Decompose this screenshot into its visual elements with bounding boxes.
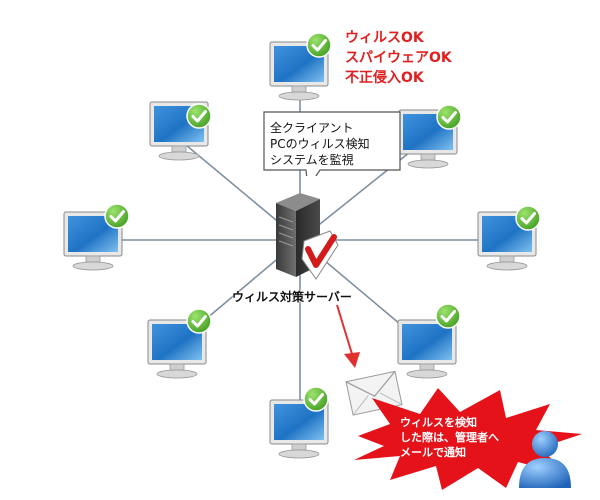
check-icon [303, 386, 329, 412]
admin-user-icon [519, 431, 571, 488]
callout-line-3: システムを監視 [270, 153, 354, 167]
server-icon [276, 193, 339, 280]
pc-lower-right [396, 318, 460, 382]
check-icon [306, 32, 332, 58]
monitor-icon [397, 319, 457, 379]
callout-bubble [263, 111, 401, 176]
callout-text: 全クライアント PCのウィルス検知 システムを監視 [270, 120, 394, 168]
mail-arrow [336, 304, 360, 368]
check-icon [436, 104, 462, 130]
status-line-intrusion: 不正侵入OK [345, 70, 424, 86]
check-icon [435, 303, 461, 329]
line-upper-right [299, 139, 426, 241]
alert-text: ウィルスを検知 した際は、管理者へ メールで通知 [400, 415, 530, 460]
callout-line-2: PCのウィルス検知 [270, 137, 370, 151]
alert-line-1: ウィルスを検知 [400, 416, 477, 429]
check-icon [186, 103, 212, 129]
alert-line-2: した際は、管理者へ [400, 431, 499, 444]
status-text: ウィルスOK スパイウェアOK 不正侵入OK [345, 28, 485, 88]
server-label: ウィルス対策サーバー [232, 290, 352, 304]
callout-line-1: 全クライアント [270, 121, 354, 135]
check-icon [515, 205, 541, 231]
check-icon [104, 203, 130, 229]
status-line-virus: ウィルスOK [345, 30, 424, 46]
alert-line-3: メールで通知 [400, 446, 466, 459]
alert-burst [354, 388, 582, 490]
status-line-spyware: スパイウェアOK [345, 50, 452, 66]
check-icon [186, 308, 212, 334]
